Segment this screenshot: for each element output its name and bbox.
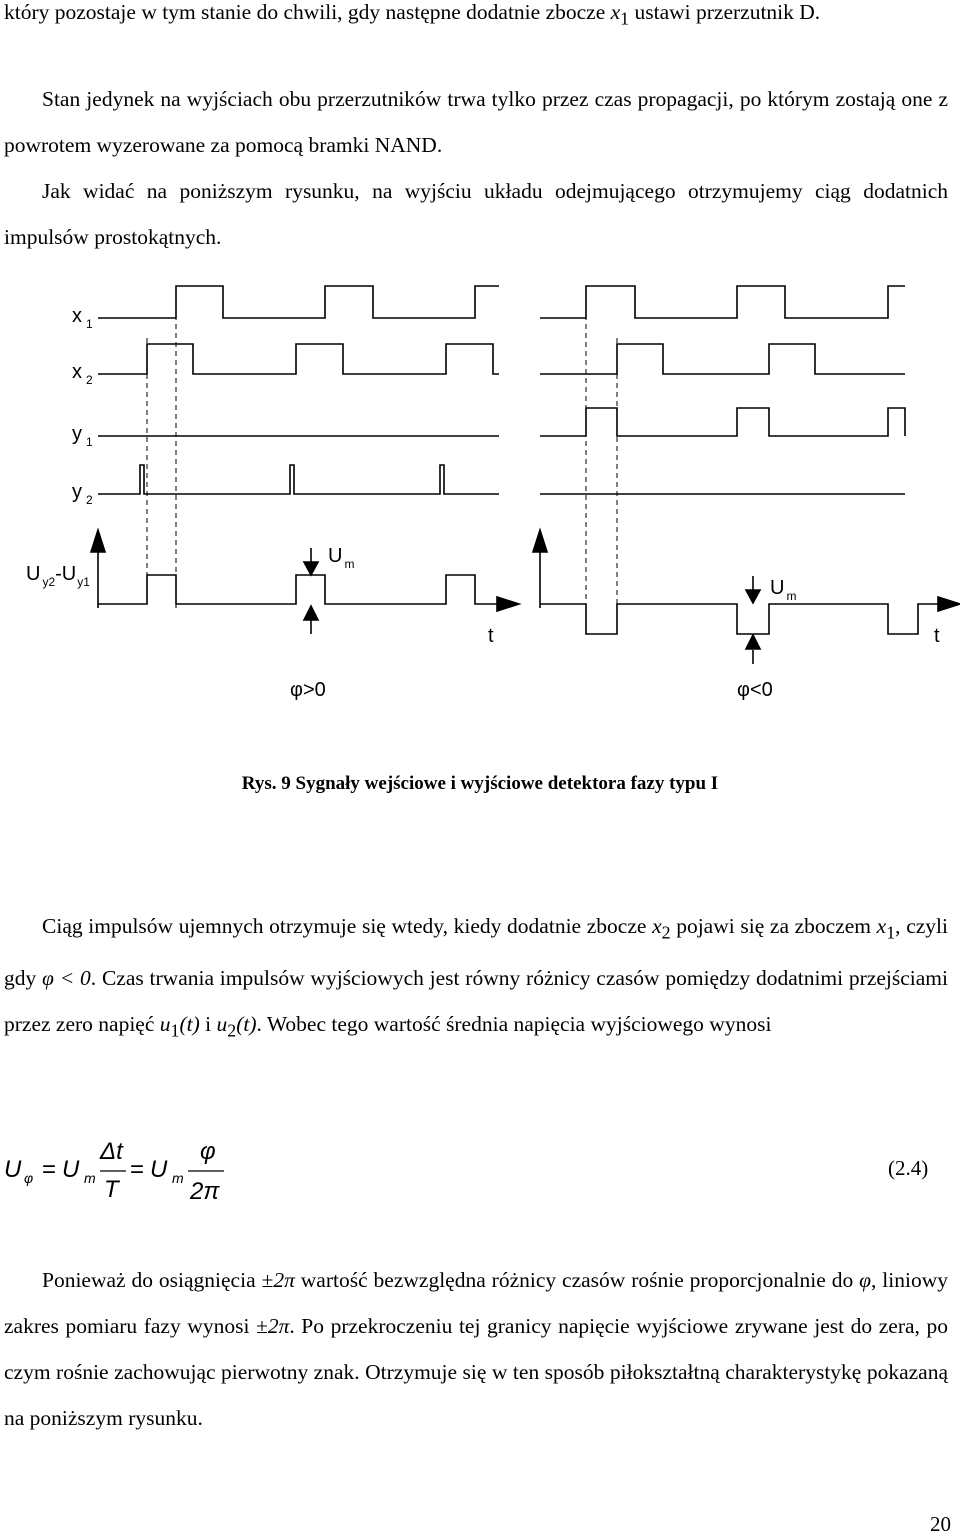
y1-wave-right xyxy=(540,407,906,437)
x2-wave-right xyxy=(540,343,905,375)
label-phi-positive: φ>0 xyxy=(290,679,326,701)
eq-m-1: m xyxy=(84,1170,96,1186)
eq-num-1: Δt xyxy=(99,1138,124,1165)
eq-den-1: T xyxy=(104,1176,121,1203)
label-phi-negative: φ<0 xyxy=(737,679,773,701)
eq-U-1: U xyxy=(62,1156,80,1183)
eq-den-2: 2π xyxy=(189,1178,220,1205)
um-arrow-left-top xyxy=(302,561,320,577)
eq-m-2: m xyxy=(172,1170,184,1186)
equation-number: (2.4) xyxy=(888,1156,929,1180)
eq-lhs-sub: φ xyxy=(24,1170,33,1186)
um-arrow-right-top xyxy=(744,589,762,605)
um-arrow-left-bottom xyxy=(302,604,320,621)
eq-equals-1: = xyxy=(42,1156,56,1183)
equation-2-4: U φ = U m Δt T = U m φ 2π xyxy=(4,1138,224,1205)
eq-equals-2: = xyxy=(130,1156,144,1183)
paragraph-2: Stan jedynek na wyjściach obu przerzutni… xyxy=(4,87,948,157)
eq-lhs: U xyxy=(4,1156,22,1183)
label-t-left: t xyxy=(488,625,494,647)
um-arrow-right-bottom xyxy=(744,633,762,650)
y-axis-right-arrow xyxy=(531,527,549,553)
y2-wave-left xyxy=(98,464,499,495)
paragraph-5: Ponieważ do osiągnięcia ±2π wartość bezw… xyxy=(4,1268,948,1430)
eq-num-2: φ xyxy=(200,1138,216,1165)
output-wave-left xyxy=(98,574,497,605)
figure-caption: Rys. 9 Sygnały wejściowe i wyjściowe det… xyxy=(241,773,719,794)
t-axis-left-arrow xyxy=(496,595,522,613)
label-t-right: t xyxy=(934,625,940,647)
x1-wave-left xyxy=(98,285,499,319)
dashed-guides xyxy=(146,288,618,608)
y-axis-left-arrow xyxy=(89,527,107,553)
output-wave-right xyxy=(540,603,938,635)
t-axis-right-arrow xyxy=(937,595,960,613)
eq-U-2: U xyxy=(150,1156,168,1183)
paragraph-4: Ciąg impulsów ujemnych otrzymuje się wte… xyxy=(4,914,949,1041)
page-number: 20 xyxy=(930,1512,951,1536)
paragraph-3: Jak widać na poniższym rysunku, na wyjśc… xyxy=(4,179,948,249)
x2-wave-left xyxy=(98,343,499,375)
x1-wave-right xyxy=(540,285,905,319)
paragraph-1: który pozostaje w tym stanie do chwili, … xyxy=(4,0,821,29)
